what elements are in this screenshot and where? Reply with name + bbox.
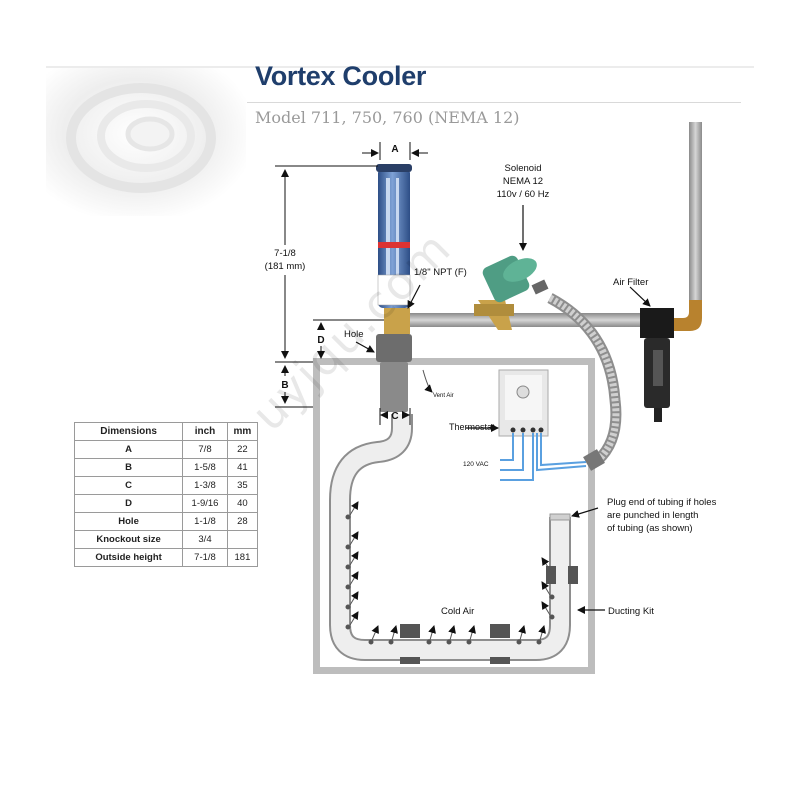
- vac-label: 120 VAC: [463, 461, 489, 468]
- dim-d-label: D: [317, 335, 324, 346]
- dimension-lines: [275, 142, 428, 425]
- header-inch: inch: [182, 422, 228, 441]
- cold-air-label: Cold Air: [441, 606, 474, 617]
- table-row: Knockout size 3/4: [73, 530, 259, 549]
- dimensions-table: Dimensions inch mm A 7/8 22 B 1-5/8 41 C…: [73, 422, 259, 567]
- dim-b-label: B: [281, 380, 288, 391]
- header-mm: mm: [226, 422, 259, 441]
- dim-c-label: C: [391, 411, 398, 422]
- table-row: Hole 1-1/8 28: [73, 512, 259, 531]
- row-inch: 7-1/8: [182, 548, 228, 567]
- wiring: [500, 433, 587, 481]
- solenoid-label-line2: NEMA 12: [503, 176, 543, 187]
- row-mm: 22: [226, 440, 259, 459]
- npt-label: 1/8" NPT (F): [414, 267, 467, 278]
- height-label-line2: (181 mm): [265, 261, 306, 272]
- plug-label-line3: of tubing (as shown): [607, 523, 693, 534]
- height-label-line1: 7-1/8: [274, 248, 296, 259]
- row-name: D: [73, 494, 184, 513]
- plug-label-line1: Plug end of tubing if holes: [607, 497, 717, 508]
- swirl-background: [46, 66, 246, 216]
- row-inch: 1-9/16: [182, 494, 228, 513]
- cold-air-arrows: [345, 501, 555, 645]
- table-row: B 1-5/8 41: [73, 458, 259, 477]
- row-mm: 181: [226, 548, 259, 567]
- air-supply-pipe: [670, 122, 702, 331]
- row-inch: 3/4: [182, 530, 228, 549]
- air-line-horizontal: [410, 313, 650, 327]
- dim-a-label: A: [391, 144, 398, 155]
- top-divider: [46, 66, 754, 68]
- row-name: B: [73, 458, 184, 477]
- vortex-cooler-tube: [376, 164, 412, 308]
- header-dimensions: Dimensions: [73, 422, 184, 441]
- table-row: C 1-3/8 35: [73, 476, 259, 495]
- row-inch: 1-5/8: [182, 458, 228, 477]
- solenoid-label-line1: Solenoid: [505, 163, 542, 174]
- row-inch: 1-3/8: [182, 476, 228, 495]
- solenoid-valve: [474, 255, 549, 330]
- cooler-generator: [376, 334, 412, 362]
- thermostat: [498, 369, 549, 437]
- air-filter: [640, 308, 674, 422]
- thermostat-label: Thermostat: [449, 422, 495, 432]
- table-row: A 7/8 22: [73, 440, 259, 459]
- row-inch: 7/8: [182, 440, 228, 459]
- ducting-kit-label: Ducting Kit: [608, 606, 654, 617]
- plug-label-line2: are punched in length: [607, 510, 698, 521]
- table-header-row: Dimensions inch mm: [73, 422, 259, 441]
- cooler-exhaust: [380, 362, 408, 412]
- row-name: C: [73, 476, 184, 495]
- title-divider: [247, 102, 741, 103]
- hole-label: Hole: [344, 329, 364, 340]
- row-mm: 40: [226, 494, 259, 513]
- table-row: D 1-9/16 40: [73, 494, 259, 513]
- row-mm: 41: [226, 458, 259, 477]
- row-inch: 1-1/8: [182, 512, 228, 531]
- row-name: A: [73, 440, 184, 459]
- row-mm: 28: [226, 512, 259, 531]
- air-filter-label: Air Filter: [613, 277, 648, 288]
- row-name: Knockout size: [73, 530, 184, 549]
- callout-leaders: [355, 205, 651, 614]
- page-subtitle: Model 711, 750, 760 (NEMA 12): [255, 108, 520, 127]
- solenoid-label-line3: 110v / 60 Hz: [497, 189, 550, 200]
- row-name: Hole: [73, 512, 184, 531]
- vent-air-label: Vent Air: [433, 393, 454, 399]
- row-name: Outside height: [73, 548, 184, 567]
- ducting-tube: [329, 414, 571, 661]
- table-row: Outside height 7-1/8 181: [73, 548, 259, 567]
- ducting-clips: [400, 566, 578, 664]
- row-mm: [226, 530, 259, 549]
- row-mm: 35: [226, 476, 259, 495]
- brass-fitting: [384, 308, 410, 334]
- page-title: Vortex Cooler: [255, 61, 427, 91]
